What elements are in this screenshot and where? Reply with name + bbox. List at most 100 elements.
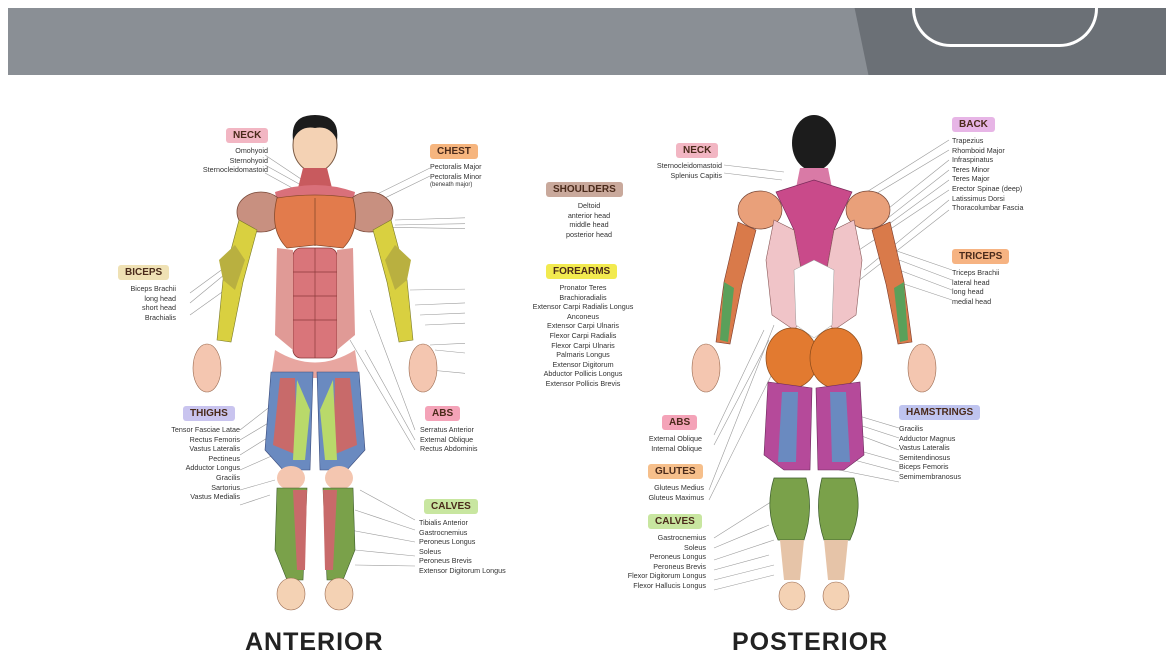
label-pectoralis-major: Pectoralis Major bbox=[430, 162, 482, 172]
label-pronator-teres: Pronator Teres bbox=[524, 283, 642, 293]
label-middle-head: middle head bbox=[558, 220, 620, 230]
posterior-figure bbox=[664, 110, 964, 615]
label-biceps-femoris: Biceps Femoris bbox=[899, 462, 961, 472]
posterior-triceps-tag: TRICEPS bbox=[952, 249, 1009, 264]
anterior-neck-list: Omohyoid Sternohyoid Sternocleidomastoid bbox=[182, 146, 268, 175]
label-erector-spinae: Erector Spinae (deep) bbox=[952, 184, 1024, 194]
anterior-abs-list: Serratus Anterior External Oblique Rectu… bbox=[420, 425, 478, 454]
posterior-hamstrings-tag: HAMSTRINGS bbox=[899, 405, 980, 420]
posterior-calves-tag: CALVES bbox=[648, 514, 702, 529]
label-tibialis-anterior: Tibialis Anterior bbox=[419, 518, 506, 528]
label-trapezius: Trapezius bbox=[952, 136, 1024, 146]
label-flexor-carpi-radialis: Flexor Carpi Radialis bbox=[524, 331, 642, 341]
label-abductor-pollicis-longus: Abductor Pollicis Longus bbox=[524, 369, 642, 379]
label-splenius-capitis: Splenius Capitis bbox=[636, 171, 722, 181]
label-short-head: short head bbox=[100, 303, 176, 313]
anterior-biceps-list: Biceps Brachii long head short head Brac… bbox=[100, 284, 176, 322]
label-peroneus-brevis-post: Peroneus Brevis bbox=[600, 562, 706, 572]
posterior-title: POSTERIOR bbox=[732, 628, 888, 657]
posterior-triceps-list: Triceps Brachii lateral head long head m… bbox=[952, 268, 999, 306]
posterior-neck-list: Sternocleidomastoid Splenius Capitis bbox=[636, 161, 722, 180]
anterior-title: ANTERIOR bbox=[245, 628, 384, 657]
posterior-abs-tag: ABS bbox=[662, 415, 697, 430]
logo-icon bbox=[912, 0, 1098, 47]
label-gracilis: Gracilis bbox=[148, 473, 240, 483]
label-gastrocnemius: Gastrocnemius bbox=[419, 528, 506, 538]
label-flexor-hallucis-longus: Flexor Hallucis Longus bbox=[600, 581, 706, 591]
anterior-calves-list: Tibialis Anterior Gastrocnemius Peroneus… bbox=[419, 518, 506, 576]
label-omohyoid: Omohyoid bbox=[182, 146, 268, 156]
label-biceps-brachii: Biceps Brachii bbox=[100, 284, 176, 294]
label-vastus-lateralis-post: Vastus Lateralis bbox=[899, 443, 961, 453]
label-beneath-major: (beneath major) bbox=[430, 181, 482, 191]
label-latissimus-dorsi: Latissimus Dorsi bbox=[952, 194, 1024, 204]
anterior-neck-tag: NECK bbox=[226, 128, 268, 143]
label-soleus: Soleus bbox=[419, 547, 506, 557]
anterior-calves-tag: CALVES bbox=[424, 499, 478, 514]
anterior-chest-tag: CHEST bbox=[430, 144, 478, 159]
posterior-abs-list: External Oblique Internal Oblique bbox=[628, 434, 702, 453]
label-vastus-medialis: Vastus Medialis bbox=[148, 492, 240, 502]
posterior-back-list: Trapezius Rhomboid Major Infraspinatus T… bbox=[952, 136, 1024, 213]
anterior-shoulders-tag: SHOULDERS bbox=[546, 182, 623, 197]
label-gracilis-post: Gracilis bbox=[899, 424, 961, 434]
posterior-glutes-list: Gluteus Medius Gluteus Maximus bbox=[626, 483, 704, 502]
label-flexor-carpi-ulnaris: Flexor Carpi Ulnaris bbox=[524, 341, 642, 351]
label-brachioradialis: Brachioradialis bbox=[524, 293, 642, 303]
label-rectus-abdominis: Rectus Abdominis bbox=[420, 444, 478, 454]
label-pectineus: Pectineus bbox=[148, 454, 240, 464]
label-semimembranosus: Semimembranosus bbox=[899, 472, 961, 482]
posterior-hamstrings-list: Gracilis Adductor Magnus Vastus Laterali… bbox=[899, 424, 961, 482]
label-sartorius: Sartorius bbox=[148, 483, 240, 493]
label-anterior-head: anterior head bbox=[558, 211, 620, 221]
anterior-forearms-list: Pronator Teres Brachioradialis Extensor … bbox=[524, 283, 642, 389]
label-palmaris-longus: Palmaris Longus bbox=[524, 350, 642, 360]
label-vastus-lateralis: Vastus Lateralis bbox=[148, 444, 240, 454]
label-serratus-anterior: Serratus Anterior bbox=[420, 425, 478, 435]
anterior-biceps-tag: BICEPS bbox=[118, 265, 169, 280]
label-deltoid: Deltoid bbox=[558, 201, 620, 211]
label-brachialis: Brachialis bbox=[100, 313, 176, 323]
label-gluteus-medius: Gluteus Medius bbox=[626, 483, 704, 493]
label-extensor-pollicis-brevis: Extensor Pollicis Brevis bbox=[524, 379, 642, 389]
posterior-calves-list: Gastrocnemius Soleus Peroneus Longus Per… bbox=[600, 533, 706, 591]
anterior-shoulders-list: Deltoid anterior head middle head poster… bbox=[558, 201, 620, 239]
anterior-abs-tag: ABS bbox=[425, 406, 460, 421]
posterior-glutes-tag: GLUTES bbox=[648, 464, 703, 479]
label-peroneus-longus-post: Peroneus Longus bbox=[600, 552, 706, 562]
label-gluteus-maximus: Gluteus Maximus bbox=[626, 493, 704, 503]
label-pectoralis-minor: Pectoralis Minor bbox=[430, 172, 482, 182]
label-semitendinosus: Semitendinosus bbox=[899, 453, 961, 463]
label-teres-minor: Teres Minor bbox=[952, 165, 1024, 175]
label-extensor-carpi-radialis-longus: Extensor Carpi Radialis Longus bbox=[524, 302, 642, 312]
label-internal-oblique: Internal Oblique bbox=[628, 444, 702, 454]
label-sternocleidomastoid: Sternocleidomastoid bbox=[182, 165, 268, 175]
anterior-forearms-tag: FOREARMS bbox=[546, 264, 617, 279]
label-infraspinatus: Infraspinatus bbox=[952, 155, 1024, 165]
label-gastrocnemius-post: Gastrocnemius bbox=[600, 533, 706, 543]
label-thoracolumbar-fascia: Thoracolumbar Fascia bbox=[952, 203, 1024, 213]
label-rectus-femoris: Rectus Femoris bbox=[148, 435, 240, 445]
label-external-oblique-post: External Oblique bbox=[628, 434, 702, 444]
label-soleus-post: Soleus bbox=[600, 543, 706, 553]
label-adductor-magnus: Adductor Magnus bbox=[899, 434, 961, 444]
label-teres-major: Teres Major bbox=[952, 174, 1024, 184]
anterior-thighs-list: Tensor Fasciae Latae Rectus Femoris Vast… bbox=[148, 425, 240, 502]
posterior-back-tag: BACK bbox=[952, 117, 995, 132]
label-rhomboid-major: Rhomboid Major bbox=[952, 146, 1024, 156]
label-sternohyoid: Sternohyoid bbox=[182, 156, 268, 166]
label-posterior-head: posterior head bbox=[558, 230, 620, 240]
label-long-head: long head bbox=[100, 294, 176, 304]
anterior-thighs-tag: THIGHS bbox=[183, 406, 235, 421]
label-sternocleidomastoid-post: Sternocleidomastoid bbox=[636, 161, 722, 171]
label-triceps-brachii: Triceps Brachii bbox=[952, 268, 999, 278]
label-external-oblique: External Oblique bbox=[420, 435, 478, 445]
label-peroneus-longus: Peroneus Longus bbox=[419, 537, 506, 547]
label-adductor-longus: Adductor Longus bbox=[148, 463, 240, 473]
anterior-chest-list: Pectoralis Major Pectoralis Minor (benea… bbox=[430, 162, 482, 191]
label-extensor-digitorum: Extensor Digitorum bbox=[524, 360, 642, 370]
label-anconeus: Anconeus bbox=[524, 312, 642, 322]
label-long-head-tri: long head bbox=[952, 287, 999, 297]
label-lateral-head: lateral head bbox=[952, 278, 999, 288]
label-medial-head: medial head bbox=[952, 297, 999, 307]
